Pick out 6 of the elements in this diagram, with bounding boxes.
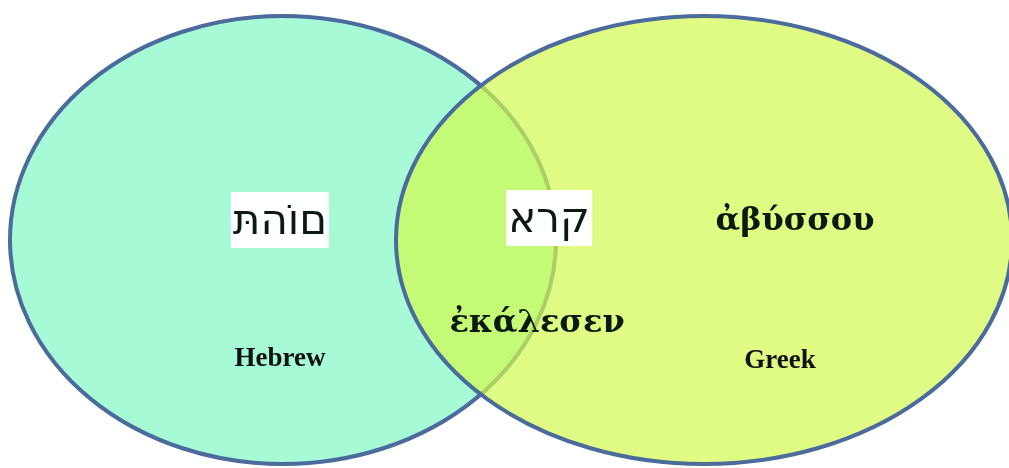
word: ἀβύσσου bbox=[715, 200, 875, 238]
word: ἐκάλεσεν bbox=[449, 302, 625, 340]
set-label: Hebrew bbox=[234, 342, 326, 373]
word: קרא bbox=[506, 190, 592, 246]
set-label: Greek bbox=[744, 344, 816, 375]
word: םוֹהתּ bbox=[230, 192, 330, 248]
